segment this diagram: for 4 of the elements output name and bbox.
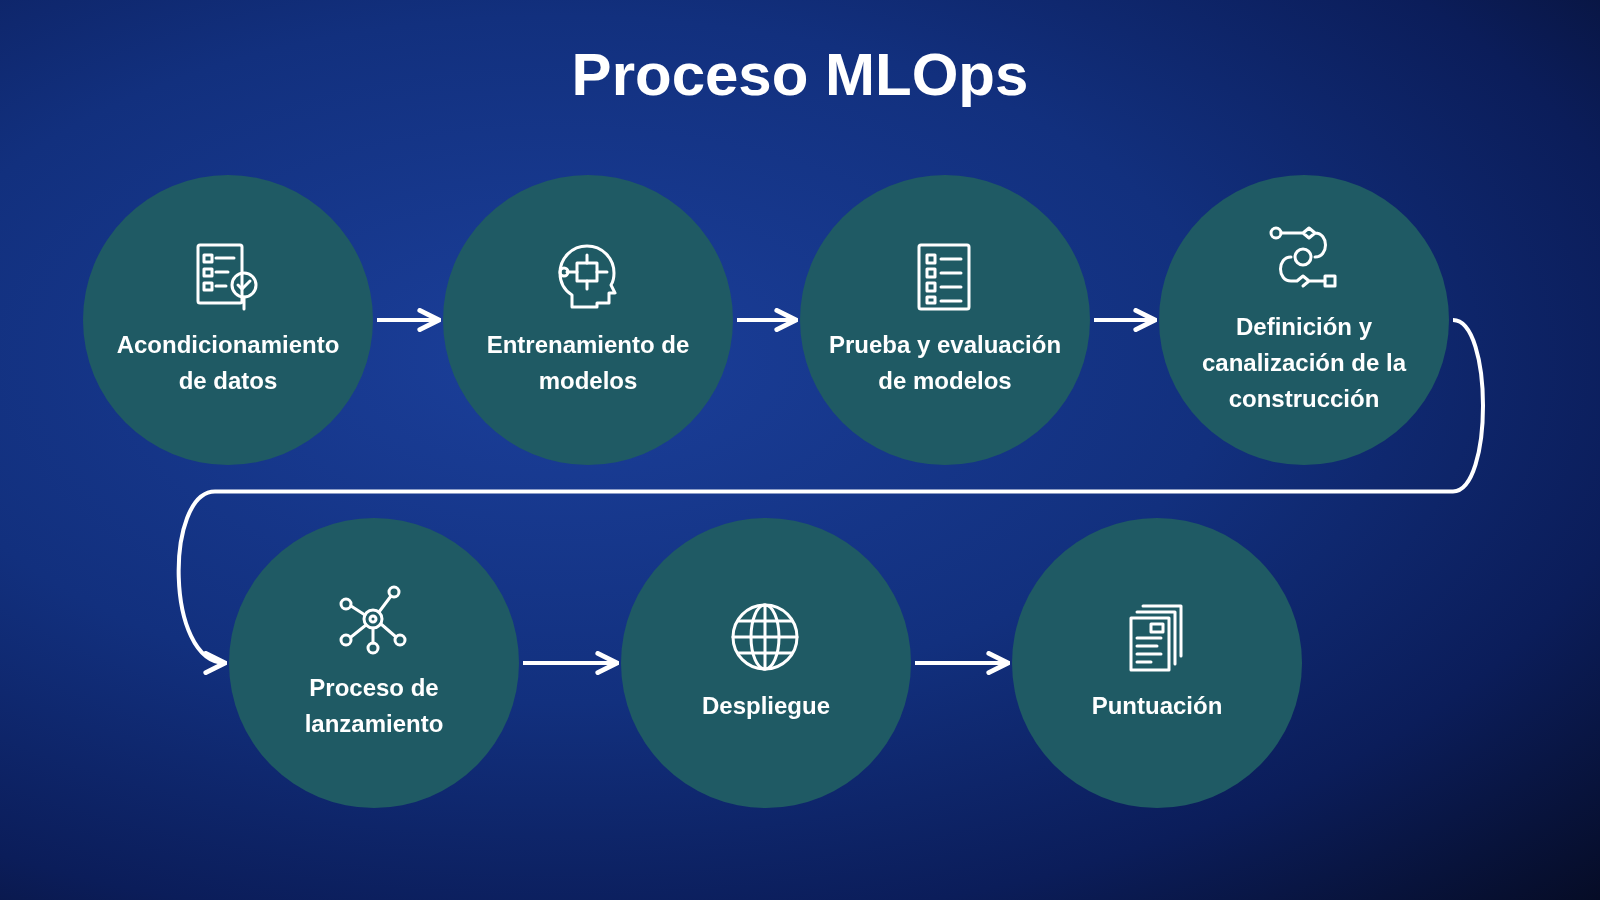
title: Proceso MLOps xyxy=(570,40,1030,109)
step-label: Despliegue xyxy=(701,691,830,721)
step-label: Puntuación xyxy=(1091,691,1223,721)
step-label: Proceso de lanzamiento xyxy=(303,673,445,739)
